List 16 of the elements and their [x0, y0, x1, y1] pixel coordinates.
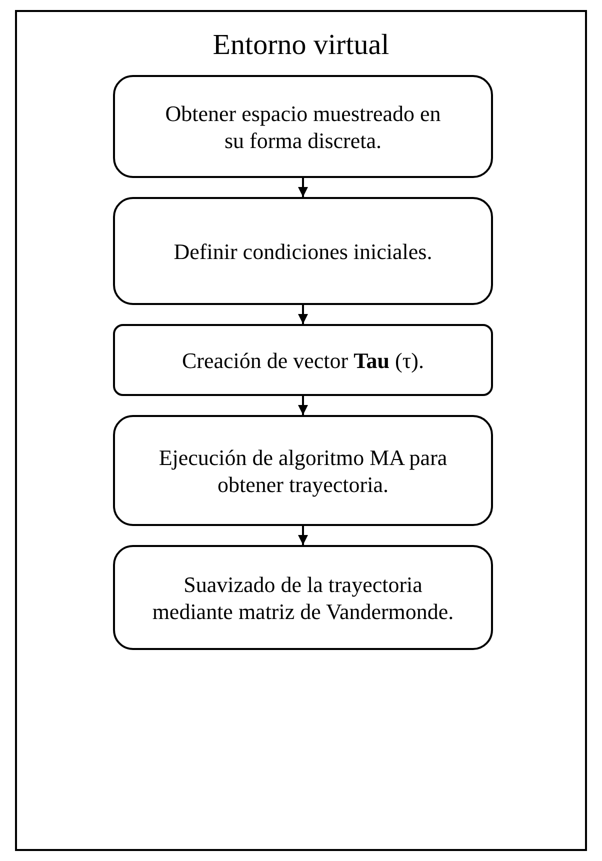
- process-box: [113, 415, 493, 526]
- arrow: [298, 305, 308, 324]
- step-text: Definir condiciones iniciales.: [174, 238, 432, 264]
- process-box: [113, 197, 493, 305]
- process-box: [113, 75, 493, 178]
- process-box: [113, 545, 493, 650]
- step-text: Obtener espacio muestreado en su forma discreta.: [164, 100, 442, 154]
- step-text: Ejecución de algoritmo MA para obtener trayectoria.: [158, 444, 448, 498]
- frame-label: Entorno virtual: [212, 28, 390, 62]
- step-text: Suavizado de la trayectoria mediante matriz de Vandermonde.: [151, 570, 455, 624]
- frame-panel: [15, 10, 587, 851]
- arrow: [298, 526, 308, 545]
- process-box: [113, 324, 493, 396]
- arrow: [298, 396, 308, 415]
- step-text: Creación de vector Tau (τ).: [182, 346, 424, 374]
- arrow: [298, 178, 308, 197]
